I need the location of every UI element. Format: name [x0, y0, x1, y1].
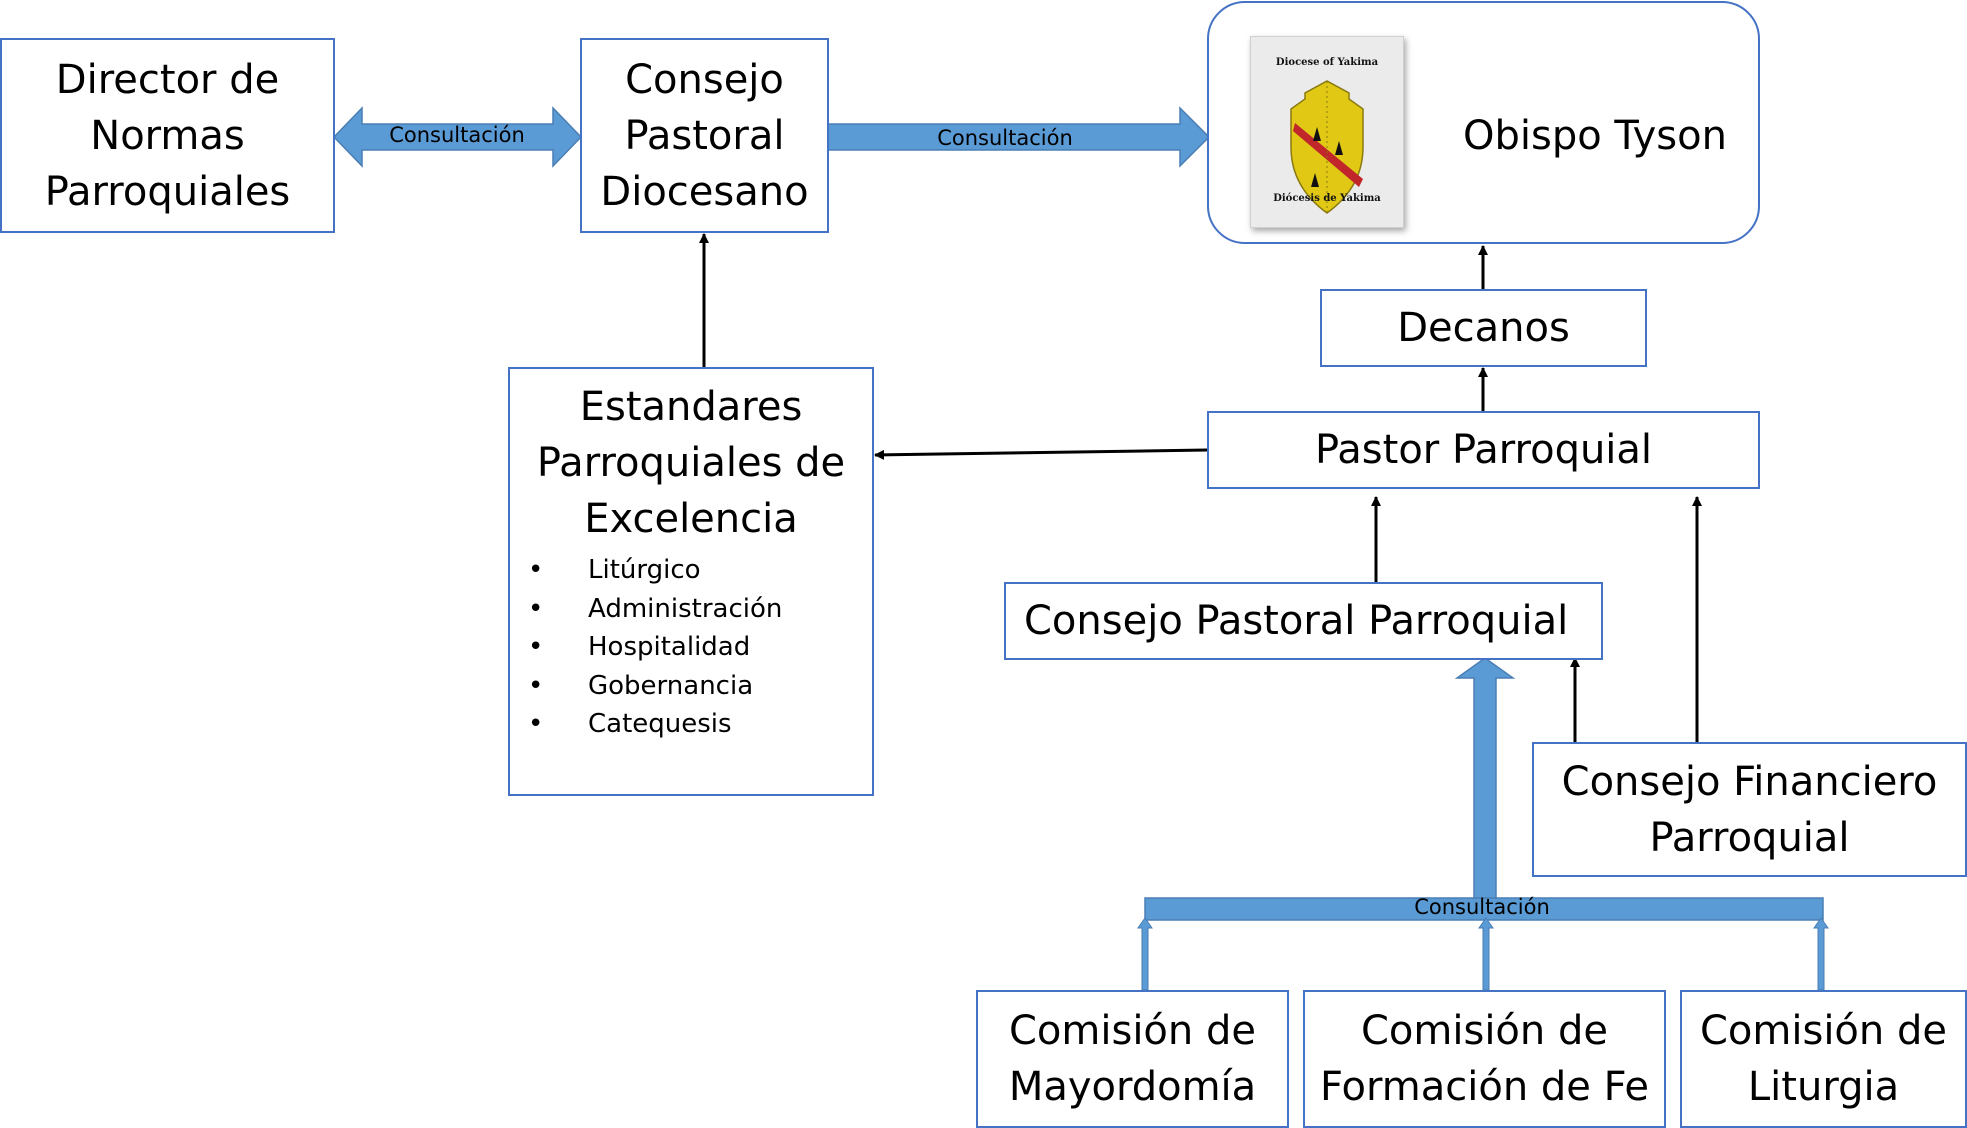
director-line-1: Director de: [55, 56, 280, 103]
standards-title-line-3: Excelencia: [584, 496, 798, 542]
pastor-box: Pastor Parroquial: [1207, 411, 1760, 489]
director-box: Director de Normas Parroquiales: [0, 38, 335, 233]
consult-arrow-to-bishop: [799, 106, 1211, 168]
finance-council-box: Consejo Financiero Parroquial: [1532, 742, 1967, 877]
standards-list: Litúrgico Administración Hospitalidad Go…: [520, 551, 782, 744]
diocesan-council-box: Consejo Pastoral Diocesano: [580, 38, 829, 233]
arrow-pastor-to-standards: [874, 448, 1208, 460]
stewardship-line-1: Comisión de: [1009, 1008, 1256, 1054]
diocesan-line-1: Consejo: [625, 56, 784, 103]
consult-label-bishop: Consultación: [937, 126, 1073, 150]
stewardship-up-arrow: [1137, 917, 1153, 991]
consult-label-commissions: Consultación: [1414, 895, 1550, 919]
liturgy-line-2: Liturgia: [1747, 1064, 1900, 1110]
seal-top-text: Diocese of Yakima: [1275, 57, 1379, 68]
director-line-3: Parroquiales: [44, 168, 291, 215]
director-line-2: Normas: [90, 112, 245, 159]
list-item: Gobernancia: [520, 667, 782, 706]
faith-formation-up-arrow: [1478, 917, 1494, 991]
list-item: Administración: [520, 590, 782, 629]
parish-council-label: Consejo Pastoral Parroquial: [1024, 598, 1569, 644]
liturgy-box: Comisión de Liturgia: [1680, 990, 1967, 1128]
diocesan-line-3: Diocesano: [600, 168, 809, 215]
deans-label: Decanos: [1397, 305, 1570, 351]
seal-bottom-text: Diócesis de Yakima: [1273, 193, 1381, 204]
shield-icon: [1290, 80, 1364, 214]
diocese-seal: Diocese of Yakima Diócesis de Yakima: [1250, 36, 1404, 228]
commissions-to-parish-council-arrow: [1454, 657, 1516, 899]
standards-title-line-2: Parroquiales de: [536, 440, 846, 486]
faith-formation-line-2: Formación de Fe: [1319, 1064, 1650, 1110]
stewardship-box: Comisión de Mayordomía: [976, 990, 1289, 1128]
bishop-name: Obispo Tyson: [1463, 113, 1727, 159]
parish-council-box: Consejo Pastoral Parroquial: [1004, 582, 1603, 660]
faith-formation-box: Comisión de Formación de Fe: [1303, 990, 1666, 1128]
diocesan-line-2: Pastoral: [624, 112, 785, 159]
liturgy-up-arrow: [1813, 917, 1829, 991]
finance-line-2: Parroquial: [1649, 814, 1850, 861]
deans-box: Decanos: [1320, 289, 1647, 367]
consult-label-director: Consultación: [389, 123, 525, 147]
pastor-label: Pastor Parroquial: [1314, 427, 1653, 473]
list-item: Litúrgico: [520, 551, 782, 590]
standards-title-line-1: Estandares: [579, 384, 803, 430]
liturgy-line-1: Comisión de: [1700, 1008, 1947, 1054]
faith-formation-line-1: Comisión de: [1361, 1008, 1608, 1054]
list-item: Catequesis: [520, 705, 782, 744]
stewardship-line-2: Mayordomía: [1008, 1064, 1257, 1110]
finance-line-1: Consejo Financiero: [1561, 758, 1938, 805]
list-item: Hospitalidad: [520, 628, 782, 667]
